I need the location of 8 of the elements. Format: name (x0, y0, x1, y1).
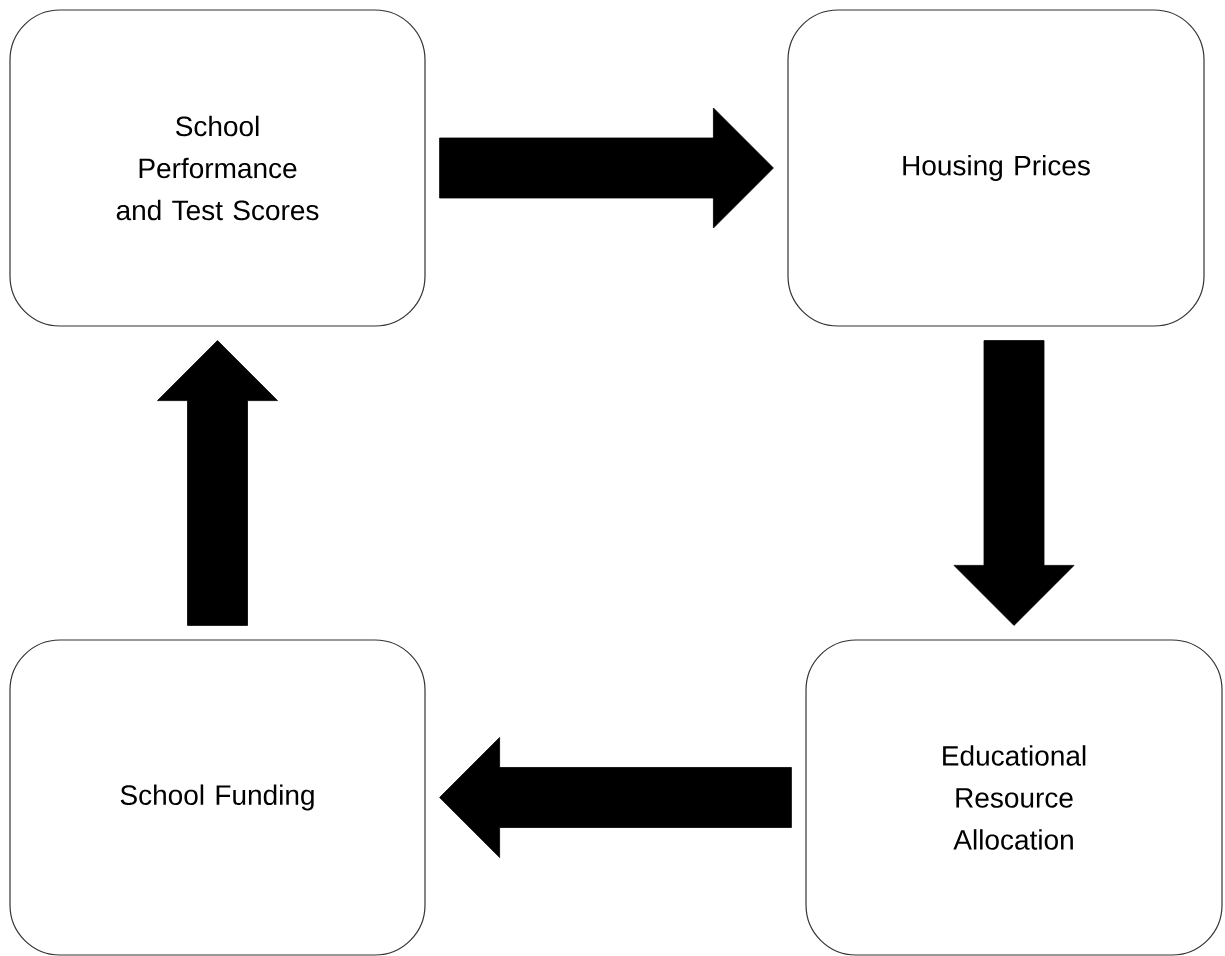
arrow (439, 737, 792, 858)
arrow (953, 340, 1075, 626)
process-box: School Funding (9, 639, 426, 956)
process-box: School Performance and Test Scores (9, 9, 426, 327)
process-box: Educational Resource Allocation (805, 639, 1223, 956)
process-box: Housing Prices (787, 9, 1205, 327)
arrow (157, 340, 278, 626)
arrow (439, 107, 774, 229)
